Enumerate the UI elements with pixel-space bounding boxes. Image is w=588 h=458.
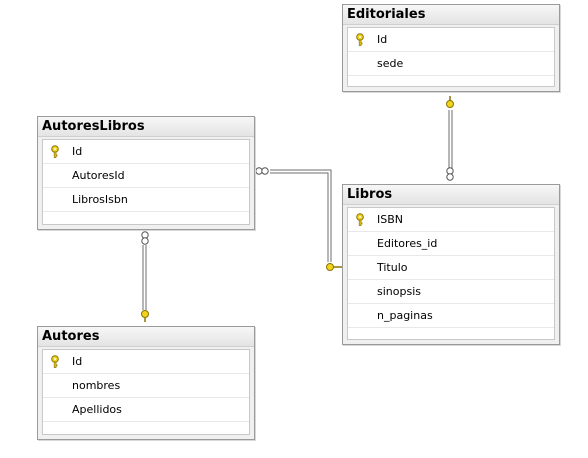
relationship-autoreslibros-libros[interactable] [270,169,332,262]
column-name: AutoresId [72,169,125,182]
primary-key-icon [51,145,59,158]
column-name: sinopsis [377,285,421,298]
column-row[interactable]: n_paginas [348,304,554,328]
column-row[interactable]: AutoresId [43,164,249,188]
column-row[interactable]: Titulo [348,256,554,280]
column-row[interactable]: Id [43,140,249,164]
new-column-row[interactable] [43,422,249,438]
many-end-icon [255,167,269,175]
column-row[interactable]: Editores_id [348,232,554,256]
one-end-key-icon [446,96,454,108]
one-end-key-icon [141,310,149,322]
column-row[interactable]: Id [43,350,249,374]
primary-key-icon [356,33,364,46]
column-name: Titulo [377,261,408,274]
many-end-icon [446,167,454,181]
column-row[interactable]: sede [348,52,554,76]
one-end-key-icon [326,263,343,271]
column-name: Apellidos [72,403,122,416]
column-name: LibrosIsbn [72,193,128,206]
column-name: Id [377,33,388,46]
column-name: Editores_id [377,237,438,250]
new-column-row[interactable] [43,212,249,228]
table-title: Autores [38,327,254,347]
column-name: Id [72,145,83,158]
relationship-libros-editoriales[interactable] [448,110,453,175]
relationship-autoreslibros-autores[interactable] [142,245,147,310]
column-row[interactable]: Id [348,28,554,52]
column-name: Id [72,355,83,368]
column-name: ISBN [377,213,404,226]
column-row[interactable]: nombres [43,374,249,398]
column-row[interactable]: ISBN [348,208,554,232]
table-title: Editoriales [343,5,559,25]
column-name: nombres [72,379,121,392]
new-column-row[interactable] [348,328,554,344]
column-row[interactable]: sinopsis [348,280,554,304]
table-columns: Id sede [347,27,555,87]
many-end-icon [141,231,149,245]
primary-key-icon [356,213,364,226]
table-editoriales[interactable]: Editoriales Id sede [342,4,560,92]
column-name: sede [377,57,404,70]
column-row[interactable]: Apellidos [43,398,249,422]
column-row[interactable]: LibrosIsbn [43,188,249,212]
primary-key-icon [51,355,59,368]
table-title: Libros [343,185,559,205]
new-column-row[interactable] [348,76,554,92]
column-name: n_paginas [377,309,433,322]
table-title: AutoresLibros [38,117,254,137]
